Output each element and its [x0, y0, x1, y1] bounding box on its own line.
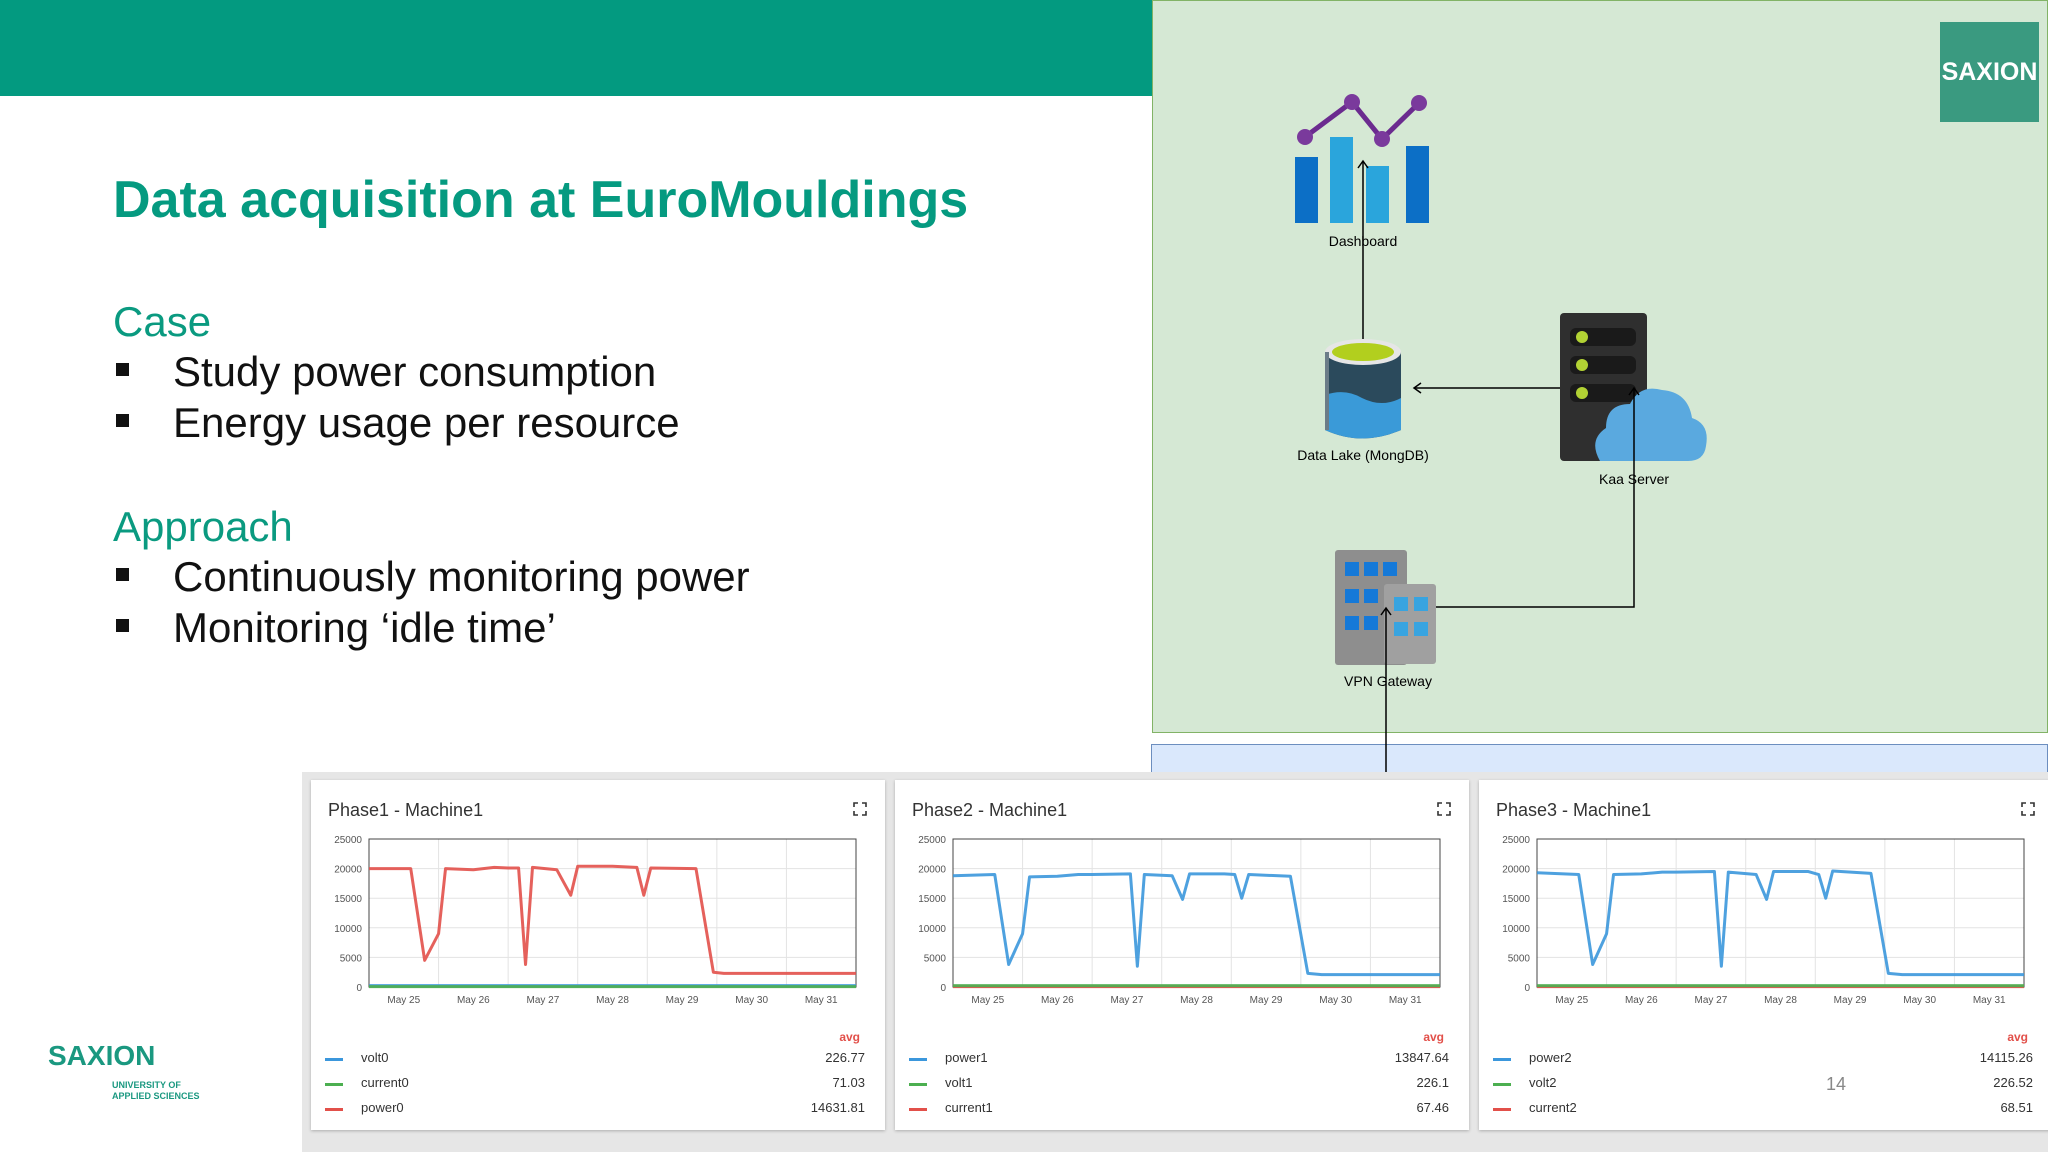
x-tick-label: May 25 — [971, 995, 1004, 1006]
y-tick-label: 25000 — [918, 835, 946, 846]
x-tick-label: May 27 — [1111, 995, 1144, 1006]
y-tick-label: 10000 — [334, 924, 362, 935]
bullet-icon — [116, 363, 129, 377]
y-tick-label: 15000 — [918, 894, 946, 905]
case-heading: Case — [113, 298, 212, 345]
header-bar — [0, 0, 1152, 96]
x-tick-label: May 31 — [1973, 995, 2006, 1006]
x-tick-label: May 29 — [666, 995, 699, 1006]
bullet-icon — [116, 568, 129, 582]
expand-icon[interactable] — [853, 802, 867, 816]
y-tick-label: 25000 — [334, 835, 362, 846]
x-tick-label: May 27 — [527, 995, 560, 1006]
legend-swatch — [1493, 1108, 1511, 1111]
kaa-server-label: Kaa Server — [1598, 471, 1670, 487]
vpn-gateway-label: VPN Gateway — [1344, 673, 1432, 689]
x-tick-label: May 26 — [1041, 995, 1074, 1006]
dashboard-label: Dashboard — [1328, 233, 1398, 249]
legend-swatch — [909, 1083, 927, 1086]
y-tick-label: 0 — [1524, 983, 1530, 994]
y-tick-label: 15000 — [1502, 894, 1530, 905]
approach-heading: Approach — [113, 503, 293, 550]
bullet-icon — [116, 414, 129, 428]
x-tick-label: May 29 — [1834, 995, 1867, 1006]
x-tick-label: May 26 — [1625, 995, 1658, 1006]
avg-header: avg — [1423, 1030, 1444, 1044]
panel-phase1: Phase1 - Machine1 0 5000 10000 15000 20000 25… — [311, 780, 885, 1130]
x-tick-label: May 28 — [1180, 995, 1213, 1006]
panel-title: Phase2 - Machine1 — [912, 800, 1068, 820]
approach-bullet-2: Monitoring ‘idle time’ — [116, 604, 556, 652]
y-tick-label: 25000 — [1502, 835, 1530, 846]
x-tick-label: May 27 — [1695, 995, 1728, 1006]
x-tick-label: May 25 — [1555, 995, 1588, 1006]
avg-header: avg — [2007, 1030, 2028, 1044]
series-line-power0 — [369, 864, 856, 975]
y-tick-label: 15000 — [334, 894, 362, 905]
x-tick-label: May 25 — [387, 995, 420, 1006]
legend-swatch — [325, 1083, 343, 1086]
expand-icon[interactable] — [1437, 802, 1451, 816]
y-tick-label: 5000 — [1508, 953, 1531, 964]
series-line-power1 — [952, 872, 1440, 977]
y-tick-label: 10000 — [918, 924, 946, 935]
y-tick-label: 0 — [940, 983, 946, 994]
y-tick-label: 10000 — [1502, 924, 1530, 935]
x-tick-label: May 30 — [1319, 995, 1352, 1006]
x-tick-label: May 26 — [457, 995, 490, 1006]
x-tick-label: May 30 — [1903, 995, 1936, 1006]
y-tick-label: 20000 — [918, 865, 946, 876]
y-tick-label: 20000 — [1502, 865, 1530, 876]
approach-bullet-1: Continuously monitoring power — [116, 553, 750, 601]
y-tick-label: 0 — [356, 983, 362, 994]
y-tick-label: 5000 — [924, 953, 947, 964]
expand-icon[interactable] — [2021, 802, 2035, 816]
legend-swatch — [909, 1058, 927, 1061]
case-bullet-1: Study power consumption — [116, 348, 656, 396]
saxion-logo: SAXION — [1940, 22, 2039, 122]
x-tick-label: May 29 — [1250, 995, 1283, 1006]
legend-swatch — [1493, 1083, 1511, 1086]
legend-swatch — [325, 1108, 343, 1111]
bullet-icon — [116, 619, 129, 633]
x-tick-label: May 30 — [735, 995, 768, 1006]
x-tick-label: May 31 — [805, 995, 838, 1006]
y-tick-label: 5000 — [340, 953, 363, 964]
legend-swatch — [325, 1058, 343, 1061]
architecture-diagram — [1152, 0, 2048, 733]
data-lake-label: Data Lake (MongDB) — [1297, 447, 1429, 463]
y-tick-label: 20000 — [334, 865, 362, 876]
x-tick-label: May 31 — [1389, 995, 1422, 1006]
x-tick-label: May 28 — [1764, 995, 1797, 1006]
panel-title: Phase1 - Machine1 — [328, 800, 484, 820]
page-number: 14 — [1826, 1074, 1847, 1094]
panel-phase2: Phase2 - Machine1 0 5000 10000 15000 20000 25… — [895, 780, 1469, 1130]
panel-phase3: Phase3 - Machine1 0 5000 10000 15000 20000 25… — [1479, 780, 2048, 1130]
footer-logo-name: SAXION — [48, 1040, 156, 1071]
legend-swatch — [1493, 1058, 1511, 1061]
x-tick-label: May 28 — [596, 995, 629, 1006]
panel-title: Phase3 - Machine1 — [1496, 800, 1652, 820]
series-line-power2 — [1536, 869, 2024, 977]
case-bullet-2: Energy usage per resource — [116, 399, 680, 447]
legend-swatch — [909, 1108, 927, 1111]
slide-title: Data acquisition at EuroMouldings — [113, 171, 969, 229]
avg-header: avg — [839, 1030, 860, 1044]
